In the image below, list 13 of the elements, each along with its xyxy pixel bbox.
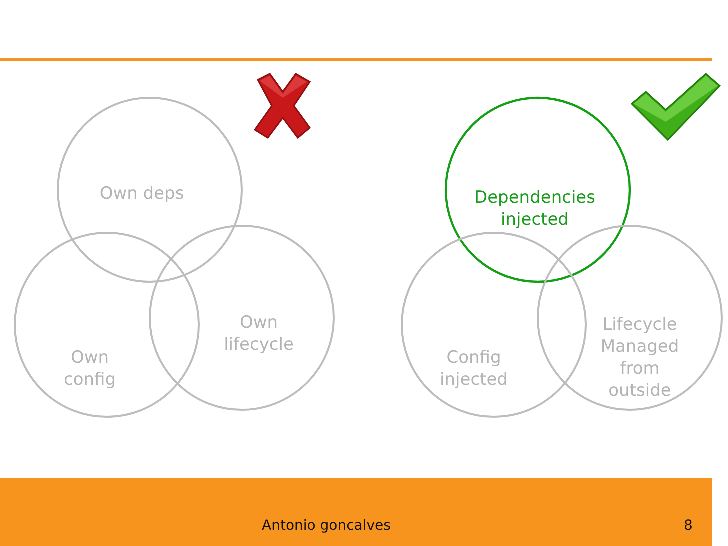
circle-label: Own deps	[98, 183, 186, 205]
venn-circle	[401, 232, 587, 418]
venn-circle	[57, 97, 243, 283]
circle-label: Own lifecycle	[223, 312, 295, 356]
venn-circle	[149, 225, 335, 411]
circle-label: Own config	[62, 347, 118, 391]
venn-circle	[445, 97, 631, 283]
circle-label: Config injected	[439, 347, 509, 391]
author-name: Antonio goncalves	[262, 518, 391, 534]
page-number: 8	[684, 518, 693, 534]
circle-label: Dependencies injected	[474, 187, 596, 231]
venn-circle	[14, 232, 200, 418]
circle-label: Lifecycle Managed from outside	[600, 314, 680, 402]
